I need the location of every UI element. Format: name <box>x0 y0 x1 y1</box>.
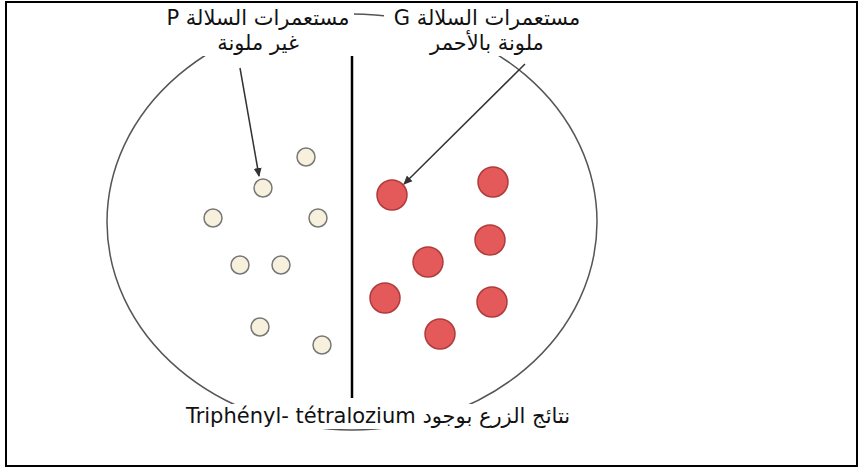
leader-line <box>404 64 525 184</box>
leader-line <box>240 68 259 176</box>
frame <box>6 2 857 466</box>
petri-dish <box>107 14 597 430</box>
divider-line <box>351 18 354 398</box>
pale-colonies <box>204 148 331 354</box>
strain-label: مستعمرات السلالة P غير ملونة <box>163 6 354 56</box>
red-colonies <box>370 167 508 349</box>
caption: نتائج الزرع بوجود Triphényl- tétralozium <box>183 404 573 429</box>
strain-label: مستعمرات السلالة G ملونة بالأحمر <box>384 6 590 56</box>
